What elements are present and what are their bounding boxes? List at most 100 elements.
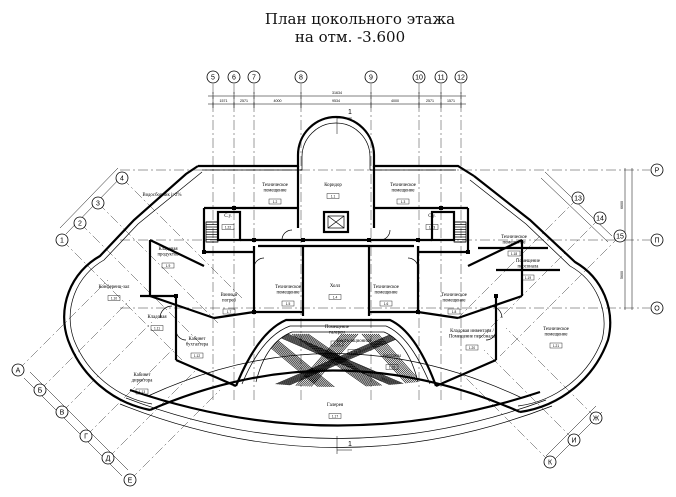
room-mark: 1.22 (225, 226, 231, 230)
axis-bubble-Ж: Ж (589, 411, 603, 425)
axis-bubble-И: И (567, 433, 581, 447)
dimension-segment: 2571 (240, 99, 248, 103)
svg-text:14: 14 (596, 216, 604, 223)
room-name: Конференц-зал (99, 285, 130, 290)
room-mark: 1.10 (111, 297, 117, 301)
room-mark: 1.1 (331, 195, 336, 199)
axis-bubble-3: 3 (91, 196, 105, 210)
room-labels: Коридор1.1Техническоепомещение1.2Техниче… (99, 183, 569, 419)
svg-text:О: О (654, 306, 660, 313)
section-mark-bottom: 1 (348, 441, 352, 448)
axis-line-15 (499, 235, 621, 357)
axis-bubble-13: 13 (571, 191, 585, 205)
room-mark: 1.14 (334, 342, 340, 346)
svg-text:13: 13 (574, 196, 582, 203)
axis-bubble-1: 1 (55, 233, 69, 247)
exterior-walls (63, 115, 612, 448)
axis-bubble-9: 9 (364, 70, 378, 84)
axis-line-В (61, 321, 153, 413)
room-name: Помещение (325, 325, 349, 330)
room-name: Помещение персонала (449, 335, 496, 340)
svg-text:А: А (16, 368, 21, 375)
svg-text:И: И (571, 438, 576, 445)
room-name: С.у. (224, 214, 232, 219)
axis-bubble-Б: Б (33, 383, 47, 397)
room-name: Кладовая инвентаря / (450, 329, 494, 334)
svg-text:2: 2 (78, 221, 82, 228)
axis-bubble-2: 2 (73, 216, 87, 230)
svg-text:К: К (548, 460, 553, 467)
room-mark: 1.5 (286, 302, 291, 306)
room-mark: 1.16 (389, 366, 395, 370)
axis-bubble-4: 4 (115, 171, 129, 185)
room-name: Вентиляционная (337, 339, 372, 344)
svg-text:6: 6 (232, 75, 236, 82)
room-name: персонала (518, 265, 540, 270)
room-name: С.у. (428, 214, 436, 219)
room-name: Кабинет (188, 337, 206, 342)
room-name: помещение (276, 291, 299, 296)
room-mark: 1.23 (429, 226, 435, 230)
room-name: Кабинет (133, 373, 151, 378)
axis-bubble-12: 12 (454, 70, 468, 84)
dimension-overall: 31634 (332, 91, 342, 95)
room-name: помещение (544, 333, 567, 338)
room-name: Кладовая (158, 247, 178, 252)
room-mark: 1.3 (401, 200, 406, 204)
svg-text:10: 10 (415, 75, 423, 82)
room-name: директора (132, 379, 154, 384)
axis-bubble-П: П (650, 233, 664, 247)
room-label: Кладовая инвентаря /Помещение персонала1… (449, 329, 496, 351)
room-name: Техническое (501, 235, 527, 240)
axis-line-Ж (505, 327, 597, 419)
svg-text:4: 4 (120, 176, 124, 183)
room-name: помещение (502, 241, 525, 246)
interior-walls (140, 166, 560, 388)
axis-bubble-О: О (650, 301, 664, 315)
room-name: помещение (442, 299, 465, 304)
axis-bubble-15: 15 (613, 229, 627, 243)
room-name: Техническое (275, 285, 301, 290)
axis-bubble-Г: Г (79, 429, 93, 443)
svg-text:8: 8 (299, 75, 303, 82)
room-name: Кладовая (147, 315, 167, 320)
svg-text:Е: Е (128, 478, 133, 485)
svg-text:12: 12 (457, 75, 465, 82)
axis-bubble-Д: Д (101, 451, 115, 465)
svg-text:Р: Р (655, 168, 660, 175)
svg-text:В: В (60, 410, 65, 417)
room-mark: 1.12 (194, 354, 200, 358)
room-name: Техническое (373, 285, 399, 290)
axis-line-К (459, 371, 551, 463)
dimension-segment: 1571 (220, 99, 228, 103)
room-mark: 1.17 (332, 415, 338, 419)
room-name: помещение (263, 189, 286, 194)
section-mark-top: 1 (348, 109, 352, 116)
axis-line-Е (129, 389, 221, 481)
room-label: С.у. 1.22 (221, 214, 235, 230)
svg-text:3: 3 (96, 201, 100, 208)
axis-bubble-14: 14 (593, 211, 607, 225)
section-line: 1 1 (336, 109, 352, 454)
axis-line-Д (107, 367, 199, 459)
axis-line-Б (39, 299, 131, 391)
axis-bubble-Е: Е (123, 473, 137, 487)
axis-bubble-В: В (55, 405, 69, 419)
dimension-segment: 9534 (332, 99, 340, 103)
axis-line-4 (121, 177, 243, 299)
room-mark: 1.7 (227, 310, 232, 314)
axis-bubble-К: К (543, 455, 557, 469)
room-name: продуктов (157, 253, 179, 258)
slope-note: Водосборник i=2% (143, 193, 182, 198)
